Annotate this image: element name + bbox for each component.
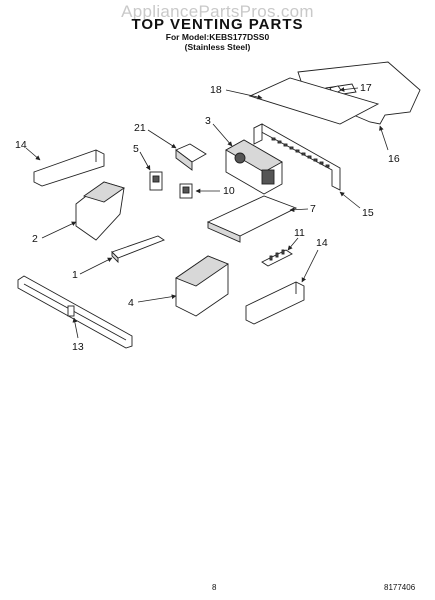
callout-3: 3 bbox=[205, 115, 211, 127]
part-5-switch[interactable] bbox=[149, 171, 163, 191]
part-18-insulation-sheet[interactable] bbox=[248, 77, 380, 125]
diagram-title: TOP VENTING PARTS bbox=[131, 16, 304, 33]
part-15-duct-rail[interactable] bbox=[253, 123, 341, 191]
part-4-bracket-box[interactable] bbox=[175, 255, 229, 317]
part-14-bracket-right[interactable] bbox=[245, 281, 305, 325]
part-7-plate[interactable] bbox=[206, 195, 298, 243]
callout-11: 11 bbox=[294, 227, 305, 239]
callout-16: 16 bbox=[388, 153, 400, 165]
callout-21: 21 bbox=[134, 122, 146, 134]
part-2-duct-hood[interactable] bbox=[75, 181, 126, 241]
model-line: For Model:KEBS177DSS0 bbox=[165, 32, 270, 42]
callout-17: 17 bbox=[360, 82, 372, 94]
leader-lines bbox=[25, 87, 389, 339]
callout-13: 13 bbox=[72, 341, 84, 353]
callout-15: 15 bbox=[362, 207, 374, 219]
callout-2: 2 bbox=[32, 233, 38, 245]
callout-10: 10 bbox=[223, 185, 235, 197]
document-number: 8177406 bbox=[384, 583, 416, 592]
callout-4: 4 bbox=[128, 297, 134, 309]
page-number: 8 bbox=[212, 583, 217, 592]
watermark: AppliancePartsPros.com bbox=[121, 2, 314, 21]
callout-18: 18 bbox=[210, 84, 222, 96]
callout-14-lower: 14 bbox=[316, 237, 328, 249]
callout-7: 7 bbox=[310, 203, 316, 215]
callout-1: 1 bbox=[72, 269, 78, 281]
callout-5: 5 bbox=[133, 143, 139, 155]
part-3-blower-assembly[interactable] bbox=[225, 139, 283, 195]
part-10-relay[interactable] bbox=[179, 183, 193, 199]
finish-line: (Stainless Steel) bbox=[184, 42, 251, 52]
part-11-terminal-strip[interactable] bbox=[261, 249, 293, 267]
part-1-bar[interactable] bbox=[111, 235, 165, 264]
part-14-bracket-left[interactable] bbox=[33, 149, 105, 187]
callout-14-upper: 14 bbox=[15, 139, 27, 151]
part-13-trim-rail[interactable] bbox=[17, 275, 133, 349]
part-21-block[interactable] bbox=[175, 143, 207, 171]
